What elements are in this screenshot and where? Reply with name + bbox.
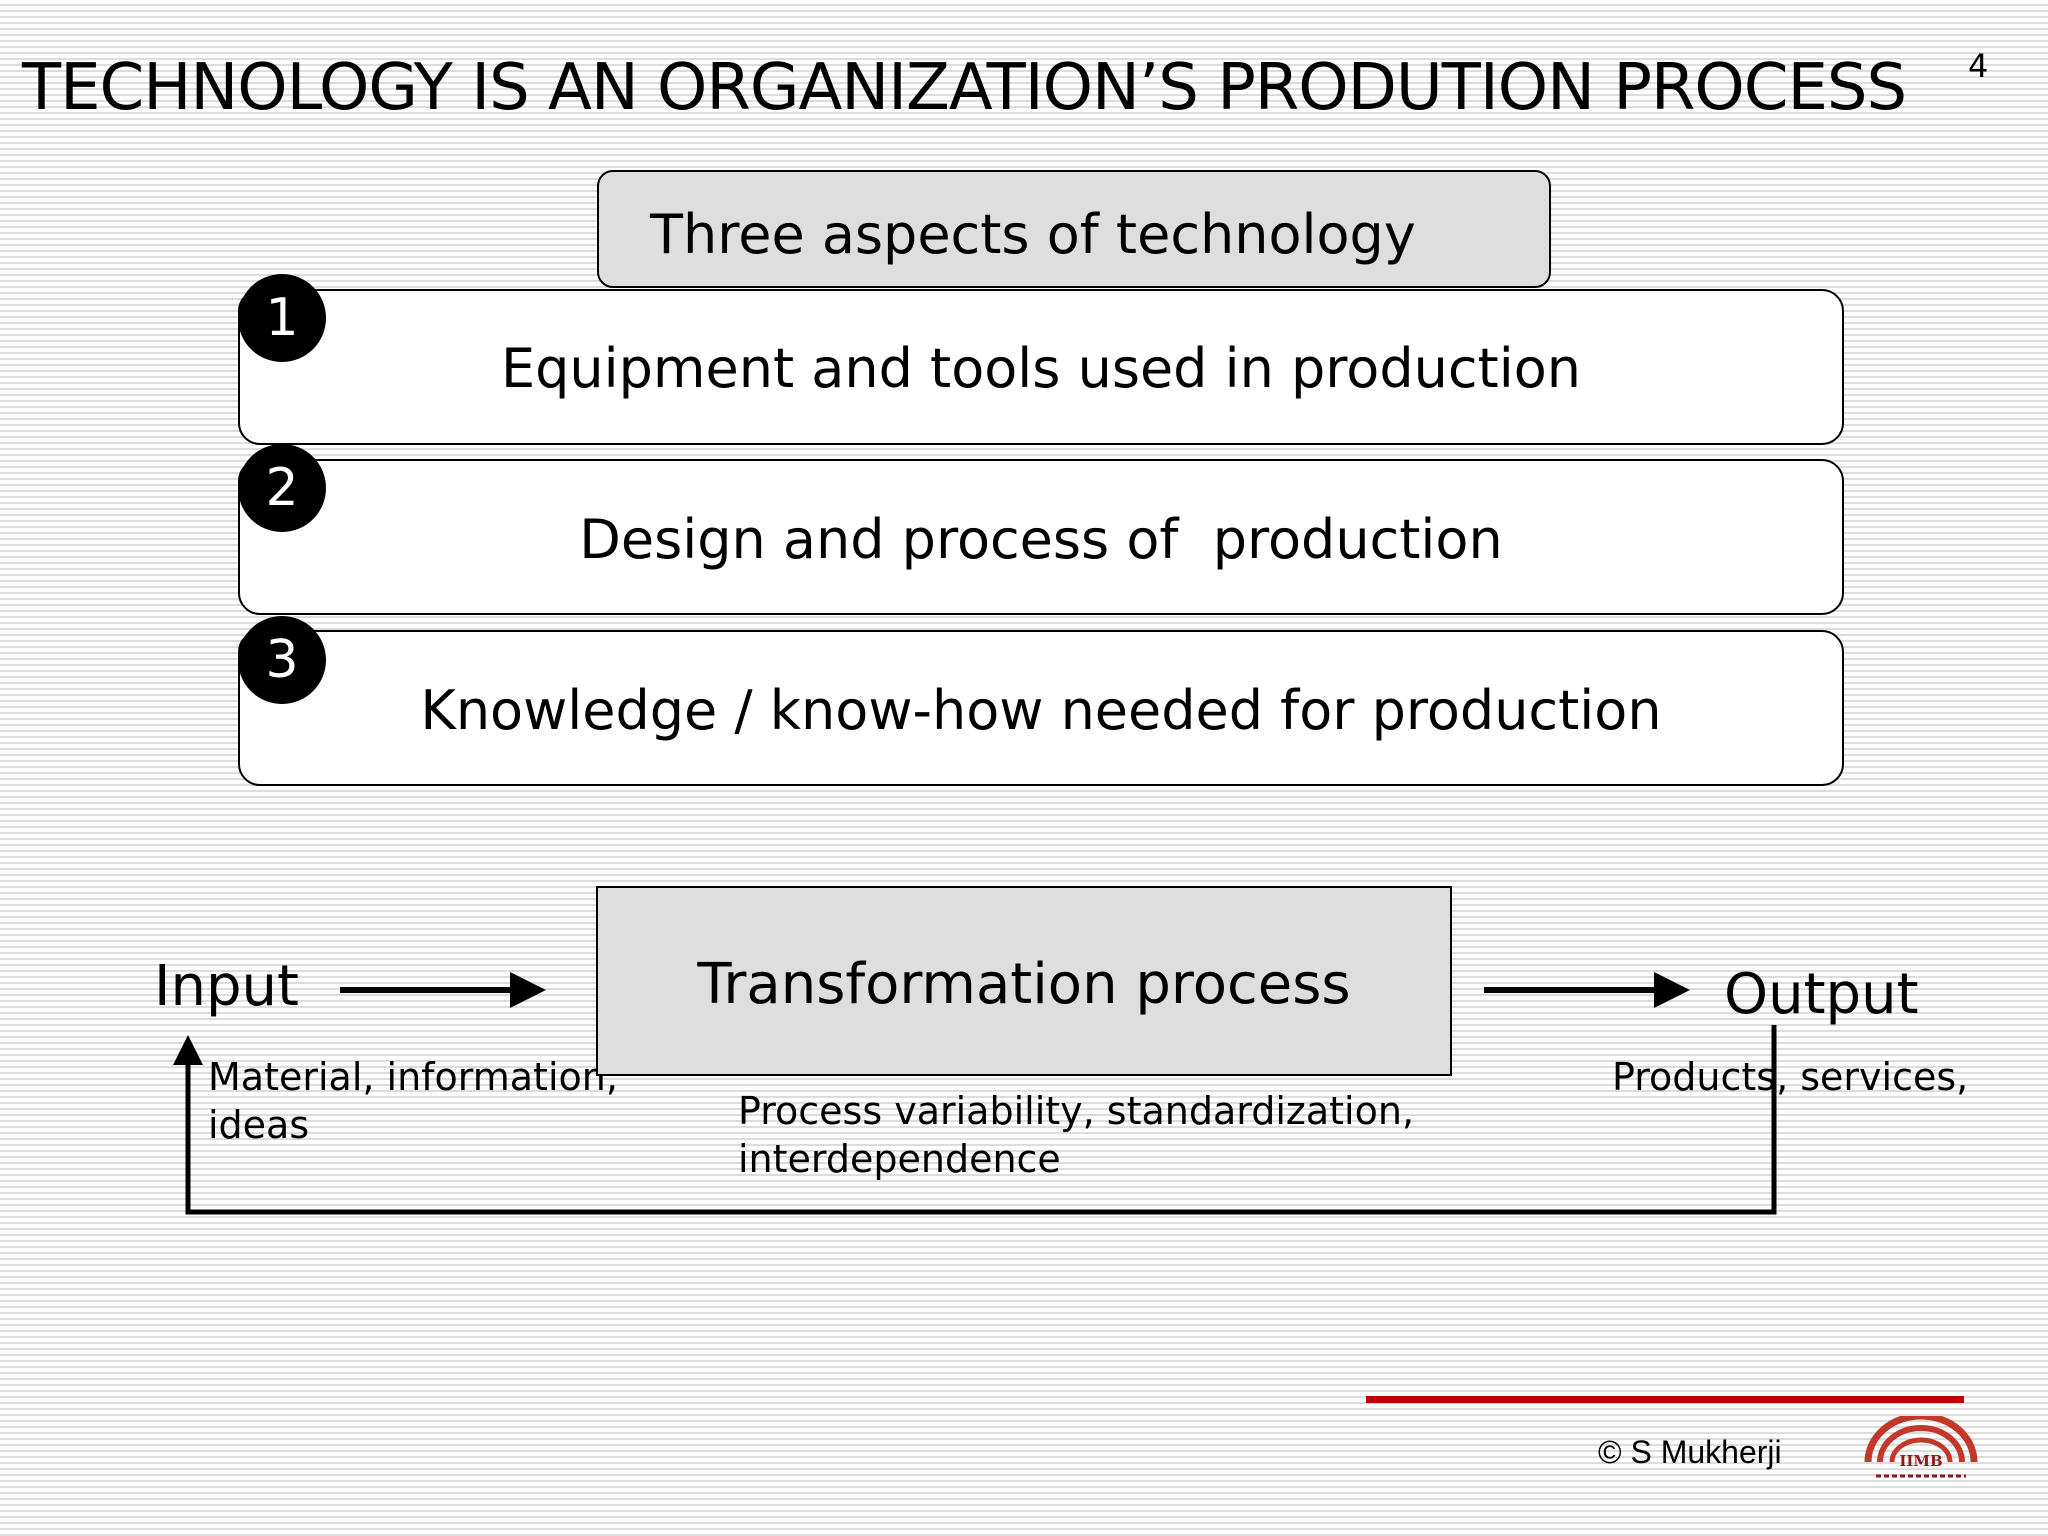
aspect-box-2 <box>238 459 1844 615</box>
aspect-label-3: Knowledge / know-how needed for producti… <box>420 679 1662 742</box>
aspect-box-1 <box>238 289 1844 445</box>
aspects-header: Three aspects of technology <box>650 203 1416 266</box>
input-note-line2: ideas <box>208 1103 310 1147</box>
input-label: Input <box>154 954 300 1019</box>
aspect-number-badge-2: 2 <box>238 444 326 532</box>
copyright-text: © S Mukherji <box>1598 1434 1782 1470</box>
aspect-label-1: Equipment and tools used in production <box>501 337 1581 400</box>
page-number: 4 <box>1968 47 1989 85</box>
aspect-box-3 <box>238 630 1844 786</box>
footer-accent-line <box>1366 1396 1964 1403</box>
transformation-process-label: Transformation process <box>697 952 1351 1017</box>
output-note: Products, services, <box>1612 1055 1969 1099</box>
transformation-note-line2: interdependence <box>738 1137 1061 1181</box>
input-note-line1: Material, information, <box>208 1055 618 1099</box>
aspect-number-badge-1: 1 <box>238 274 326 362</box>
aspect-label-2: Design and process of production <box>579 508 1503 571</box>
aspects-header-box <box>597 170 1551 288</box>
aspect-number-badge-3: 3 <box>238 616 326 704</box>
transformation-process-box <box>596 886 1452 1076</box>
slide-title: TECHNOLOGY IS AN ORGANIZATION’S PRODUTIO… <box>22 51 1907 125</box>
feedback-loop-arrow <box>173 1025 1777 1215</box>
iimb-logo: IIMB <box>1864 1416 1978 1478</box>
output-label: Output <box>1724 962 1919 1027</box>
transformation-note-line1: Process variability, standardization, <box>738 1089 1415 1133</box>
svg-text:IIMB: IIMB <box>1899 1452 1942 1470</box>
